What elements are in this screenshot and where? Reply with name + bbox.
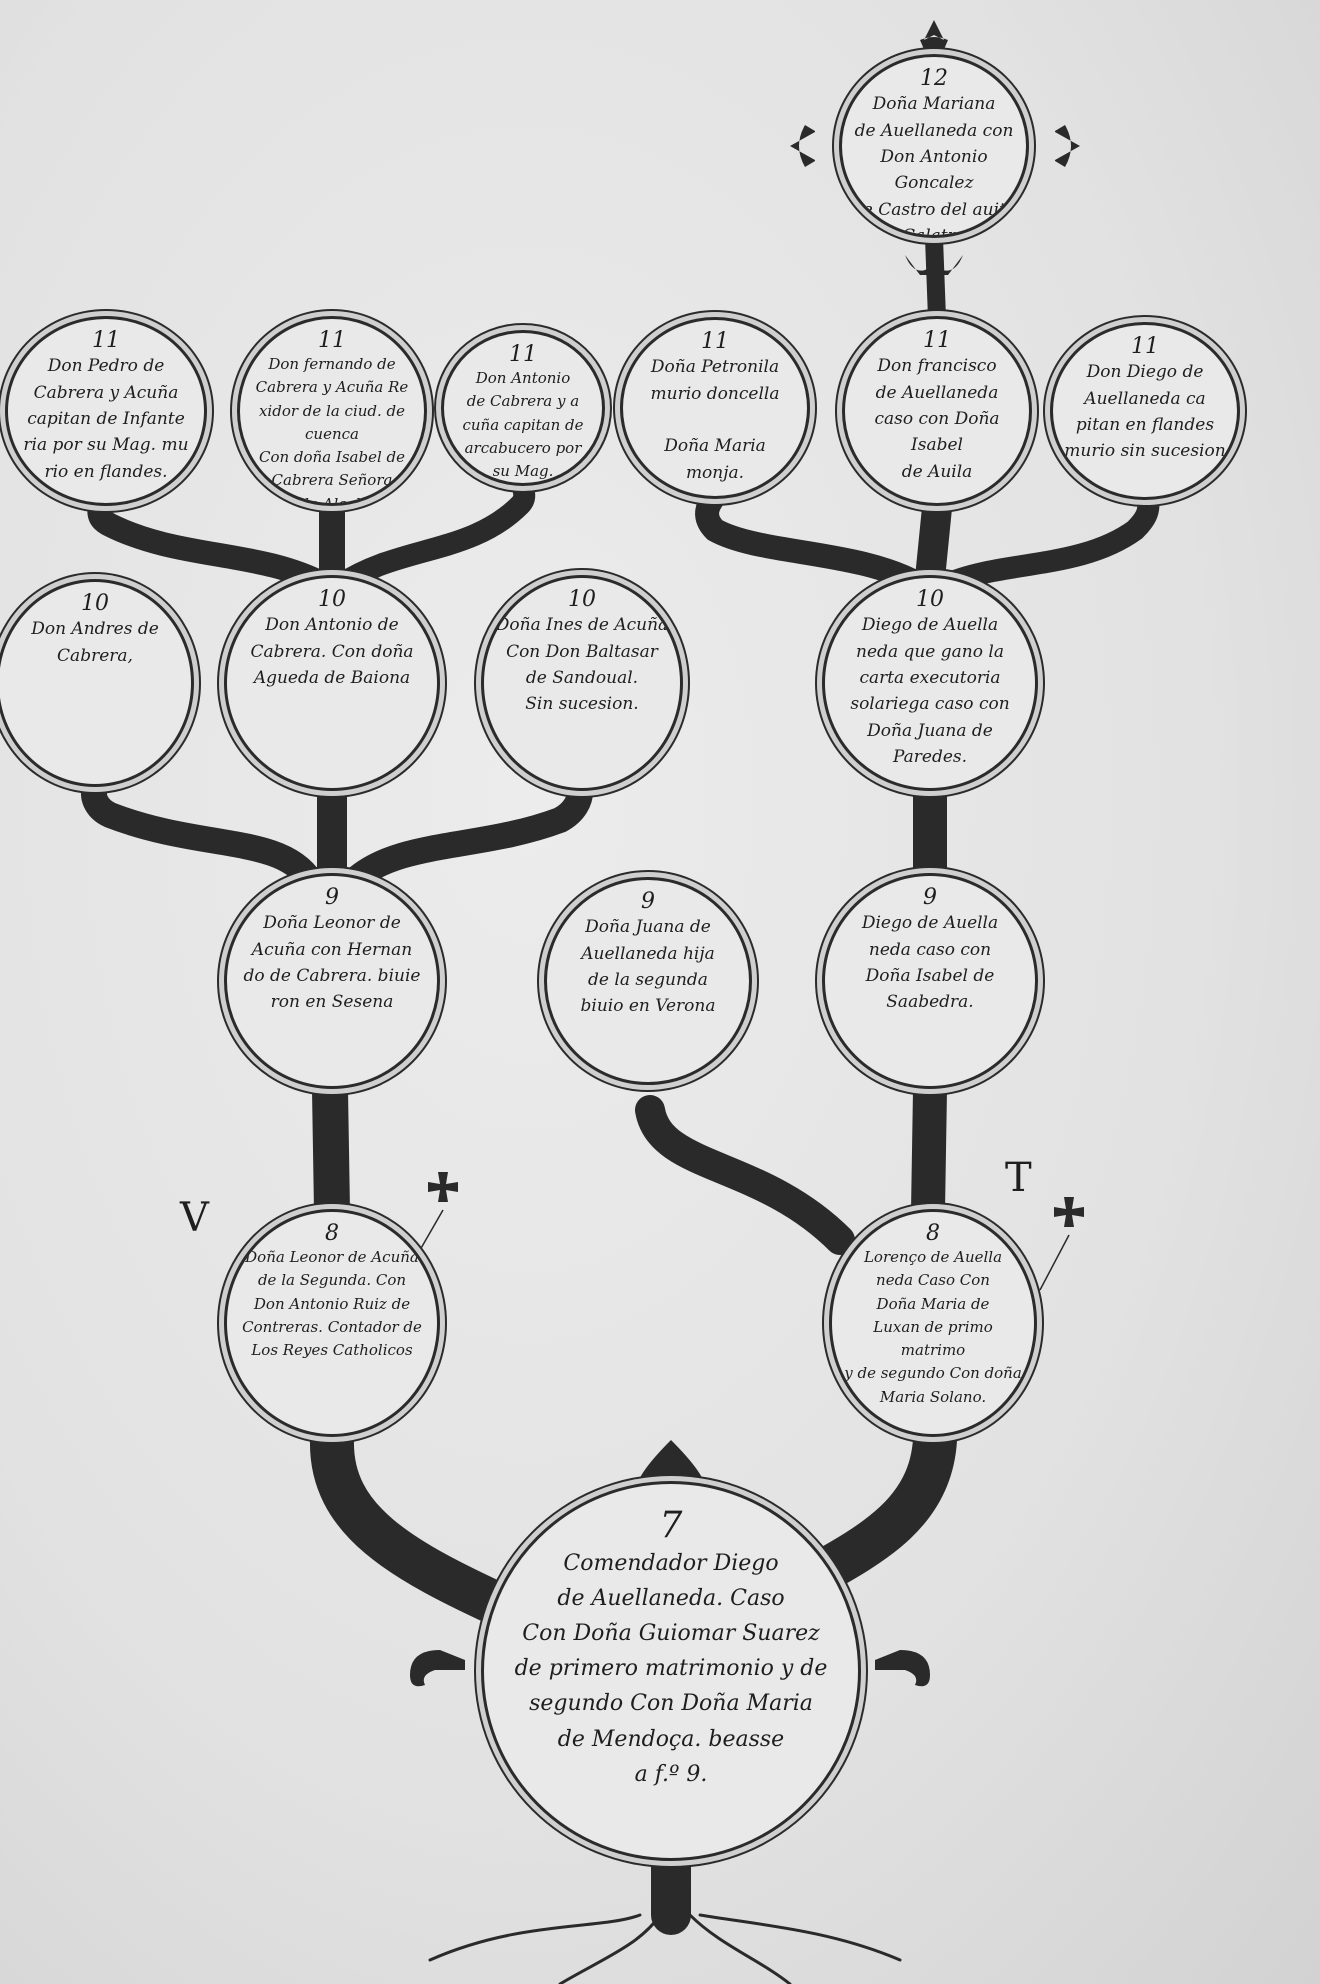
branch-8a bbox=[312, 1072, 350, 1229]
node-text: Doña Mariana de Auellaneda con Don Anton… bbox=[851, 94, 1017, 238]
branch-10b-right bbox=[329, 477, 536, 596]
node-text: Diego de Auella neda caso con Doña Isabe… bbox=[861, 913, 999, 1013]
fleur-de-lis-icon bbox=[905, 255, 963, 275]
branch-10d-left bbox=[695, 488, 932, 597]
branch-10d-trunk bbox=[915, 493, 952, 593]
node-text: Comendador Diego de Auellaneda. Caso Con… bbox=[514, 1550, 828, 1787]
cross-icon bbox=[1054, 1197, 1084, 1227]
generation-number: 10 bbox=[568, 587, 596, 612]
node-text: Diego de Auella neda que gano la carta e… bbox=[850, 615, 1010, 767]
cross-stem bbox=[1039, 1234, 1070, 1291]
node-text: Don francisco de Auellaneda caso con Doñ… bbox=[874, 356, 1000, 482]
cross-stem bbox=[419, 1209, 444, 1251]
generation-number: 11 bbox=[92, 328, 120, 353]
branch-12 bbox=[925, 229, 946, 327]
marker-letter-v: V bbox=[180, 1195, 209, 1241]
node-text: Doña Ines de Acuña Con Don Baltasar de S… bbox=[495, 615, 669, 715]
branch-8b-from-9c bbox=[911, 1073, 947, 1228]
fleur-de-lis-icon bbox=[1055, 125, 1080, 167]
generation-number: 10 bbox=[318, 587, 346, 612]
node-text: Don Antonio de Cabrera. Con doña Agueda … bbox=[250, 615, 414, 688]
node-text: Don Diego de Auellaneda ca pitan en flan… bbox=[1064, 362, 1226, 462]
node-text: Don Pedro de Cabrera y Acuña capitan de … bbox=[23, 356, 189, 482]
branch-7-left bbox=[310, 1418, 532, 1632]
root-lines bbox=[428, 1913, 902, 1984]
cross-icon bbox=[428, 1172, 458, 1202]
spade-ornament-icon bbox=[636, 1440, 706, 1490]
fleur-de-lis-icon bbox=[920, 20, 948, 54]
fleur-de-lis-icon bbox=[790, 125, 815, 167]
node-text: Doña Petronila murio doncella Doña Maria… bbox=[650, 357, 780, 483]
generation-number: 11 bbox=[509, 342, 537, 367]
generation-number: 8 bbox=[926, 1221, 940, 1246]
generation-number: 10 bbox=[81, 591, 109, 616]
marker-letter-t: T bbox=[1005, 1155, 1032, 1201]
generation-number: 11 bbox=[318, 328, 346, 353]
branch-8b-from-9b bbox=[635, 1095, 855, 1255]
generation-number: 9 bbox=[641, 889, 655, 914]
fleur-de-lis-icon bbox=[875, 1650, 930, 1687]
fleur-de-lis-icon bbox=[410, 1650, 465, 1687]
branch-10d-right bbox=[934, 489, 1160, 596]
node-text: Doña Leonor de Acuña de la Segunda. Con … bbox=[242, 1248, 422, 1360]
branch-10b-left bbox=[87, 493, 337, 597]
generation-number: 12 bbox=[920, 66, 948, 91]
generation-number: 9 bbox=[325, 885, 339, 910]
generation-number: 10 bbox=[916, 587, 944, 612]
node-text: Doña Leonor de Acuña con Hernan do de Ca… bbox=[243, 913, 421, 1013]
node-text: Don Andres de Cabrera, bbox=[31, 619, 159, 666]
node-text: Don fernando de Cabrera y Acuña Re xidor… bbox=[255, 355, 409, 506]
node-text: Lorenço de Auella neda Caso Con Doña Mar… bbox=[844, 1248, 1022, 1406]
generation-number: 11 bbox=[923, 328, 951, 353]
node-text: Don Antonio de Cabrera y a cuña capitan … bbox=[462, 369, 584, 481]
branch-9a-left bbox=[80, 775, 323, 893]
generation-number: 11 bbox=[1131, 334, 1159, 359]
generation-number: 11 bbox=[701, 329, 729, 354]
branch-9a-right bbox=[342, 779, 593, 893]
generation-number: 7 bbox=[659, 1505, 683, 1546]
generation-number: 8 bbox=[325, 1221, 339, 1246]
node-text: Doña Juana de Auellaneda hija de la segu… bbox=[580, 917, 716, 1017]
generation-number: 9 bbox=[923, 885, 937, 910]
